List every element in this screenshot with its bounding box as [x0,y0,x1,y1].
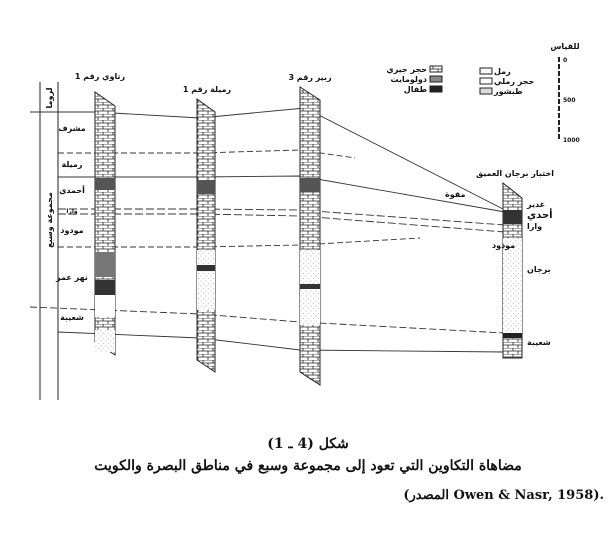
formation-label: غدير [526,200,545,209]
scale-tick: 1000 [563,137,580,144]
formation-label: أحدي [527,208,553,221]
well-zubair-3 [299,86,321,386]
top-label: لروما [45,88,54,109]
well-burgan-deep-test [502,181,523,359]
scale-tick: 500 [563,97,576,104]
well-name: رتاوي رقم 1 [75,72,126,81]
figure-source: (المصدر Owen & Nasr, 1958). [403,488,604,503]
figure-number: شكل (4 ـ 1) [267,436,349,452]
sand-swatch [479,67,493,75]
formation-label: وارا [66,208,78,215]
legend-label: حجر رملي [494,77,534,86]
formation-label: رميلة [62,160,83,169]
chalk-swatch [479,87,493,95]
well-name: رميلة رقم 1 [183,85,232,94]
formation-label: نهر عمر [55,273,88,282]
formation-label: مودود [492,241,515,250]
formation-label: برجان [527,265,551,274]
legend-label: طفال [404,85,427,94]
stratigraphic-frame [39,82,59,400]
well-rumaila-1 [196,98,216,373]
figure-title: مضاهاة التكاوين التي تعود إلى مجموعة وسب… [94,458,522,474]
pinchout-label: مقوة [445,190,465,199]
limestone-swatch [429,65,443,73]
formation-label: مودود [60,226,83,235]
legend-label: دولومايت [390,75,427,84]
shale-swatch [429,85,443,93]
dolomite-swatch [429,75,443,83]
legend-label: رمل [494,67,511,76]
group-label: مجموعة وسبع [45,192,54,248]
scale-bar: للقياس 0 500 1000 [550,42,579,144]
legend: حجر جيري دولومايت طفال رمل حجر رملي طبشو… [386,65,534,96]
scale-title: للقياس [550,42,579,52]
legend-label: طبشور [493,87,523,96]
formation-label: أحمدي [59,185,85,195]
formation-label: شعيبة [527,338,551,347]
legend-label: حجر جيري [386,65,427,74]
sandstone-swatch [479,77,493,85]
well-name: زبير رقم 3 [288,73,332,82]
formation-label: مشرف [58,124,85,133]
formation-label: وارا [527,222,542,231]
well-name: اختبار برجان العميق [476,169,554,178]
scale-tick: 0 [563,57,567,64]
formation-label: شعيبة [60,313,84,322]
well-ratawi-1 [94,91,116,356]
